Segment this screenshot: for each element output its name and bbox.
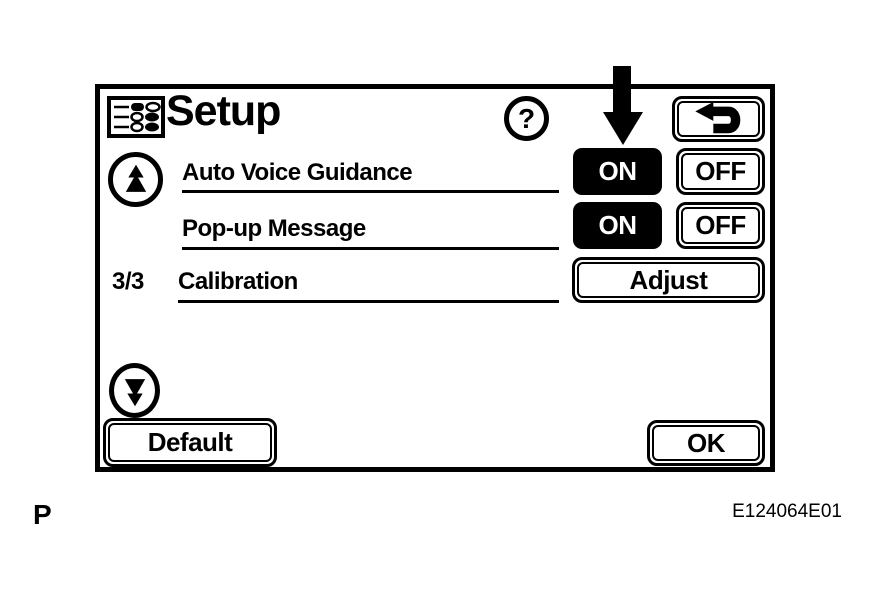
calibration-adjust-button[interactable]: Adjust [572,257,765,303]
auto-voice-guidance-off-button[interactable]: OFF [676,148,765,195]
annotation-down-arrow-head [603,112,643,145]
underline [182,190,559,193]
off-button-label: OFF [695,156,746,186]
row-label-calibration: Calibration [178,268,298,295]
ok-button-label: OK [687,427,726,458]
figure-label: P [33,499,52,530]
return-arrow-icon [690,101,748,137]
on-button-label: ON [598,210,638,240]
annotation-down-arrow [613,66,631,113]
adjust-button-label: Adjust [629,264,708,295]
pop-up-message-off-button[interactable]: OFF [676,202,765,249]
on-button-label: ON [598,156,638,186]
auto-voice-guidance-on-button[interactable]: ON [573,148,662,195]
ok-button[interactable]: OK [647,420,765,466]
row-label-pop-up-message: Pop-up Message [182,215,366,242]
underline [178,300,559,303]
page-title: Setup [166,87,281,135]
scroll-down-icon[interactable] [109,363,160,418]
pop-up-message-on-button[interactable]: ON [573,202,662,249]
help-icon[interactable]: ? [504,96,549,141]
help-icon-glyph: ? [517,102,536,134]
underline [182,247,559,250]
default-button[interactable]: Default [103,418,277,467]
back-button[interactable] [672,96,765,142]
setup-screen: Setup ? Auto Voice Guidance ON [95,84,775,472]
default-button-label: Default [147,427,233,457]
scroll-up-icon[interactable] [108,152,163,207]
setup-menu-icon [107,96,165,138]
page-indicator: 3/3 [112,268,144,295]
off-button-label: OFF [695,210,746,240]
row-label-auto-voice-guidance: Auto Voice Guidance [182,159,413,186]
figure-code: E124064E01 [732,501,842,522]
